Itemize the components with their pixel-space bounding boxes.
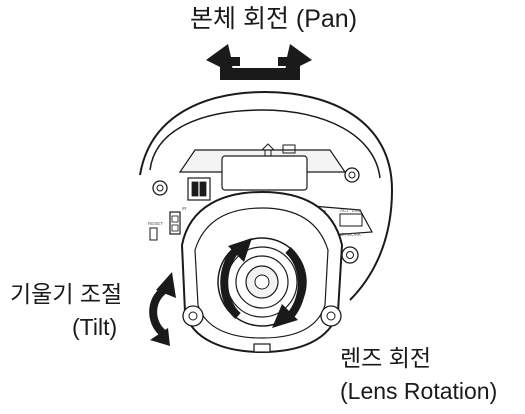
lens-rotation-label-line2: (Lens Rotation) — [340, 378, 498, 404]
lens-rotation-arrow — [220, 247, 306, 319]
lens-rotation-label-line1: 렌즈 회전 — [340, 345, 432, 371]
lens-rotation-arrowheads — [228, 238, 298, 328]
tilt-label-line1: 기울기 조절 — [10, 281, 123, 307]
gimbal-module — [180, 190, 344, 354]
link-text: LINK — [352, 208, 362, 213]
tilt-arrow — [149, 272, 176, 346]
reset-text: RESET — [148, 221, 163, 226]
network-text: NETWORK — [338, 232, 361, 237]
pan-arrow — [206, 44, 312, 80]
ir-text: IR — [182, 206, 187, 211]
pan-label: 본체 회전 (Pan) — [190, 5, 358, 33]
tilt-label-line2: (Tilt) — [72, 314, 118, 340]
act-text: ACT — [340, 208, 349, 213]
